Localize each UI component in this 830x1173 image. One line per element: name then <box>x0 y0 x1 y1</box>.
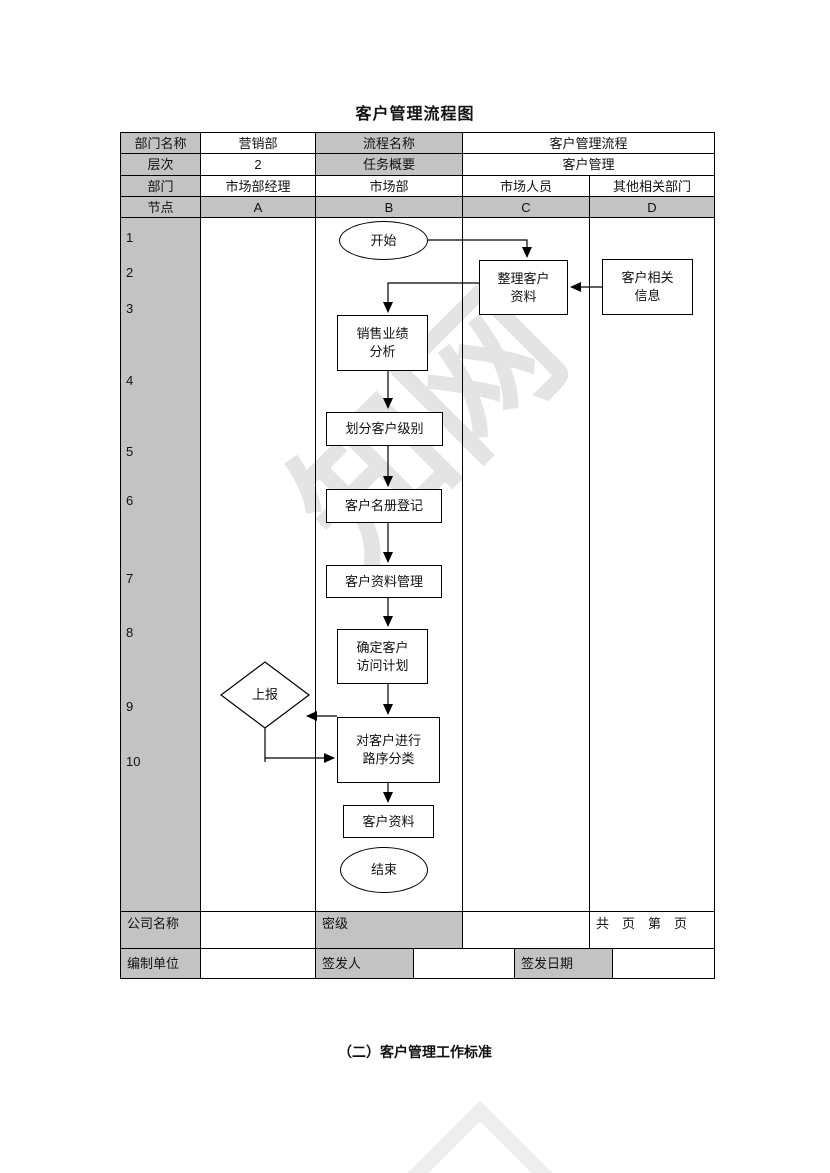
flow-node-data-management: 客户资料管理 <box>326 565 442 598</box>
issue-date-value <box>613 949 714 978</box>
row-number: 4 <box>126 373 134 388</box>
level-value: 2 <box>201 154 316 176</box>
row-number-column <box>121 218 201 912</box>
row-number: 7 <box>126 571 134 586</box>
issuer-label: 签发人 <box>316 949 414 978</box>
row-number: 2 <box>126 265 134 280</box>
row-number: 6 <box>126 493 134 508</box>
table-row: 部门名称 营销部 流程名称 客户管理流程 <box>121 133 714 154</box>
flow-node-visit-plan: 确定客户 访问计划 <box>337 629 428 684</box>
table-row: 公司名称 密级 共 页 第 页 <box>121 912 714 949</box>
process-name-value: 客户管理流程 <box>463 133 714 154</box>
flow-node-route-classify: 对客户进行 路序分类 <box>337 717 440 783</box>
dept-name-value: 营销部 <box>201 133 316 154</box>
page-count-cell: 共 页 第 页 <box>590 912 714 949</box>
department-col-b: 市场部 <box>316 176 463 197</box>
table-row: 编制单位 签发人 签发日期 <box>121 949 714 978</box>
flow-node-customer-data: 客户资料 <box>343 805 434 838</box>
company-name-label: 公司名称 <box>121 912 201 949</box>
page-title: 客户管理流程图 <box>355 106 475 123</box>
table-row: 节点 A B C D <box>121 197 714 218</box>
row-number: 1 <box>126 230 134 245</box>
row-number: 5 <box>126 444 134 459</box>
secrecy-label: 密级 <box>316 912 463 949</box>
flow-node-roster-register: 客户名册登记 <box>326 489 442 523</box>
prepared-by-value <box>201 949 316 978</box>
flow-node-start: 开始 <box>339 221 428 260</box>
task-summary-value: 客户管理 <box>463 154 714 176</box>
department-col-d: 其他相关部门 <box>590 176 714 197</box>
secrecy-value <box>463 912 590 949</box>
node-label: 节点 <box>121 197 201 218</box>
department-col-c: 市场人员 <box>463 176 590 197</box>
flow-node-related-info: 客户相关 信息 <box>602 259 693 315</box>
table-row: 部门 市场部经理 市场部 市场人员 其他相关部门 <box>121 176 714 197</box>
issue-date-label: 签发日期 <box>515 949 613 978</box>
flow-node-end: 结束 <box>340 847 428 893</box>
prepared-by-label: 编制单位 <box>121 949 201 978</box>
department-label: 部门 <box>121 176 201 197</box>
node-col-b: B <box>316 197 463 218</box>
lane-d <box>590 218 714 912</box>
department-col-a: 市场部经理 <box>201 176 316 197</box>
row-number: 9 <box>126 699 134 714</box>
flow-node-organize-data: 整理客户 资料 <box>479 260 568 315</box>
flow-node-classify-level: 划分客户级别 <box>326 412 443 446</box>
node-col-d: D <box>590 197 714 218</box>
level-label: 层次 <box>121 154 201 176</box>
task-summary-label: 任务概要 <box>316 154 463 176</box>
row-number: 10 <box>126 754 141 769</box>
flow-node-sales-analysis: 销售业绩 分析 <box>337 315 428 371</box>
next-section-heading: （二）客户管理工作标准 <box>338 1044 492 1060</box>
lane-c <box>463 218 590 912</box>
row-number: 8 <box>126 625 134 640</box>
lane-a <box>201 218 316 912</box>
node-col-c: C <box>463 197 590 218</box>
process-name-label: 流程名称 <box>316 133 463 154</box>
dept-name-label: 部门名称 <box>121 133 201 154</box>
issuer-value <box>414 949 515 978</box>
row-number: 3 <box>126 301 134 316</box>
flow-node-report-label: 上报 <box>251 687 278 702</box>
node-col-a: A <box>201 197 316 218</box>
company-name-value <box>201 912 316 949</box>
table-row: 层次 2 任务概要 客户管理 <box>121 154 714 176</box>
watermark-logo-bottom <box>406 1100 554 1173</box>
